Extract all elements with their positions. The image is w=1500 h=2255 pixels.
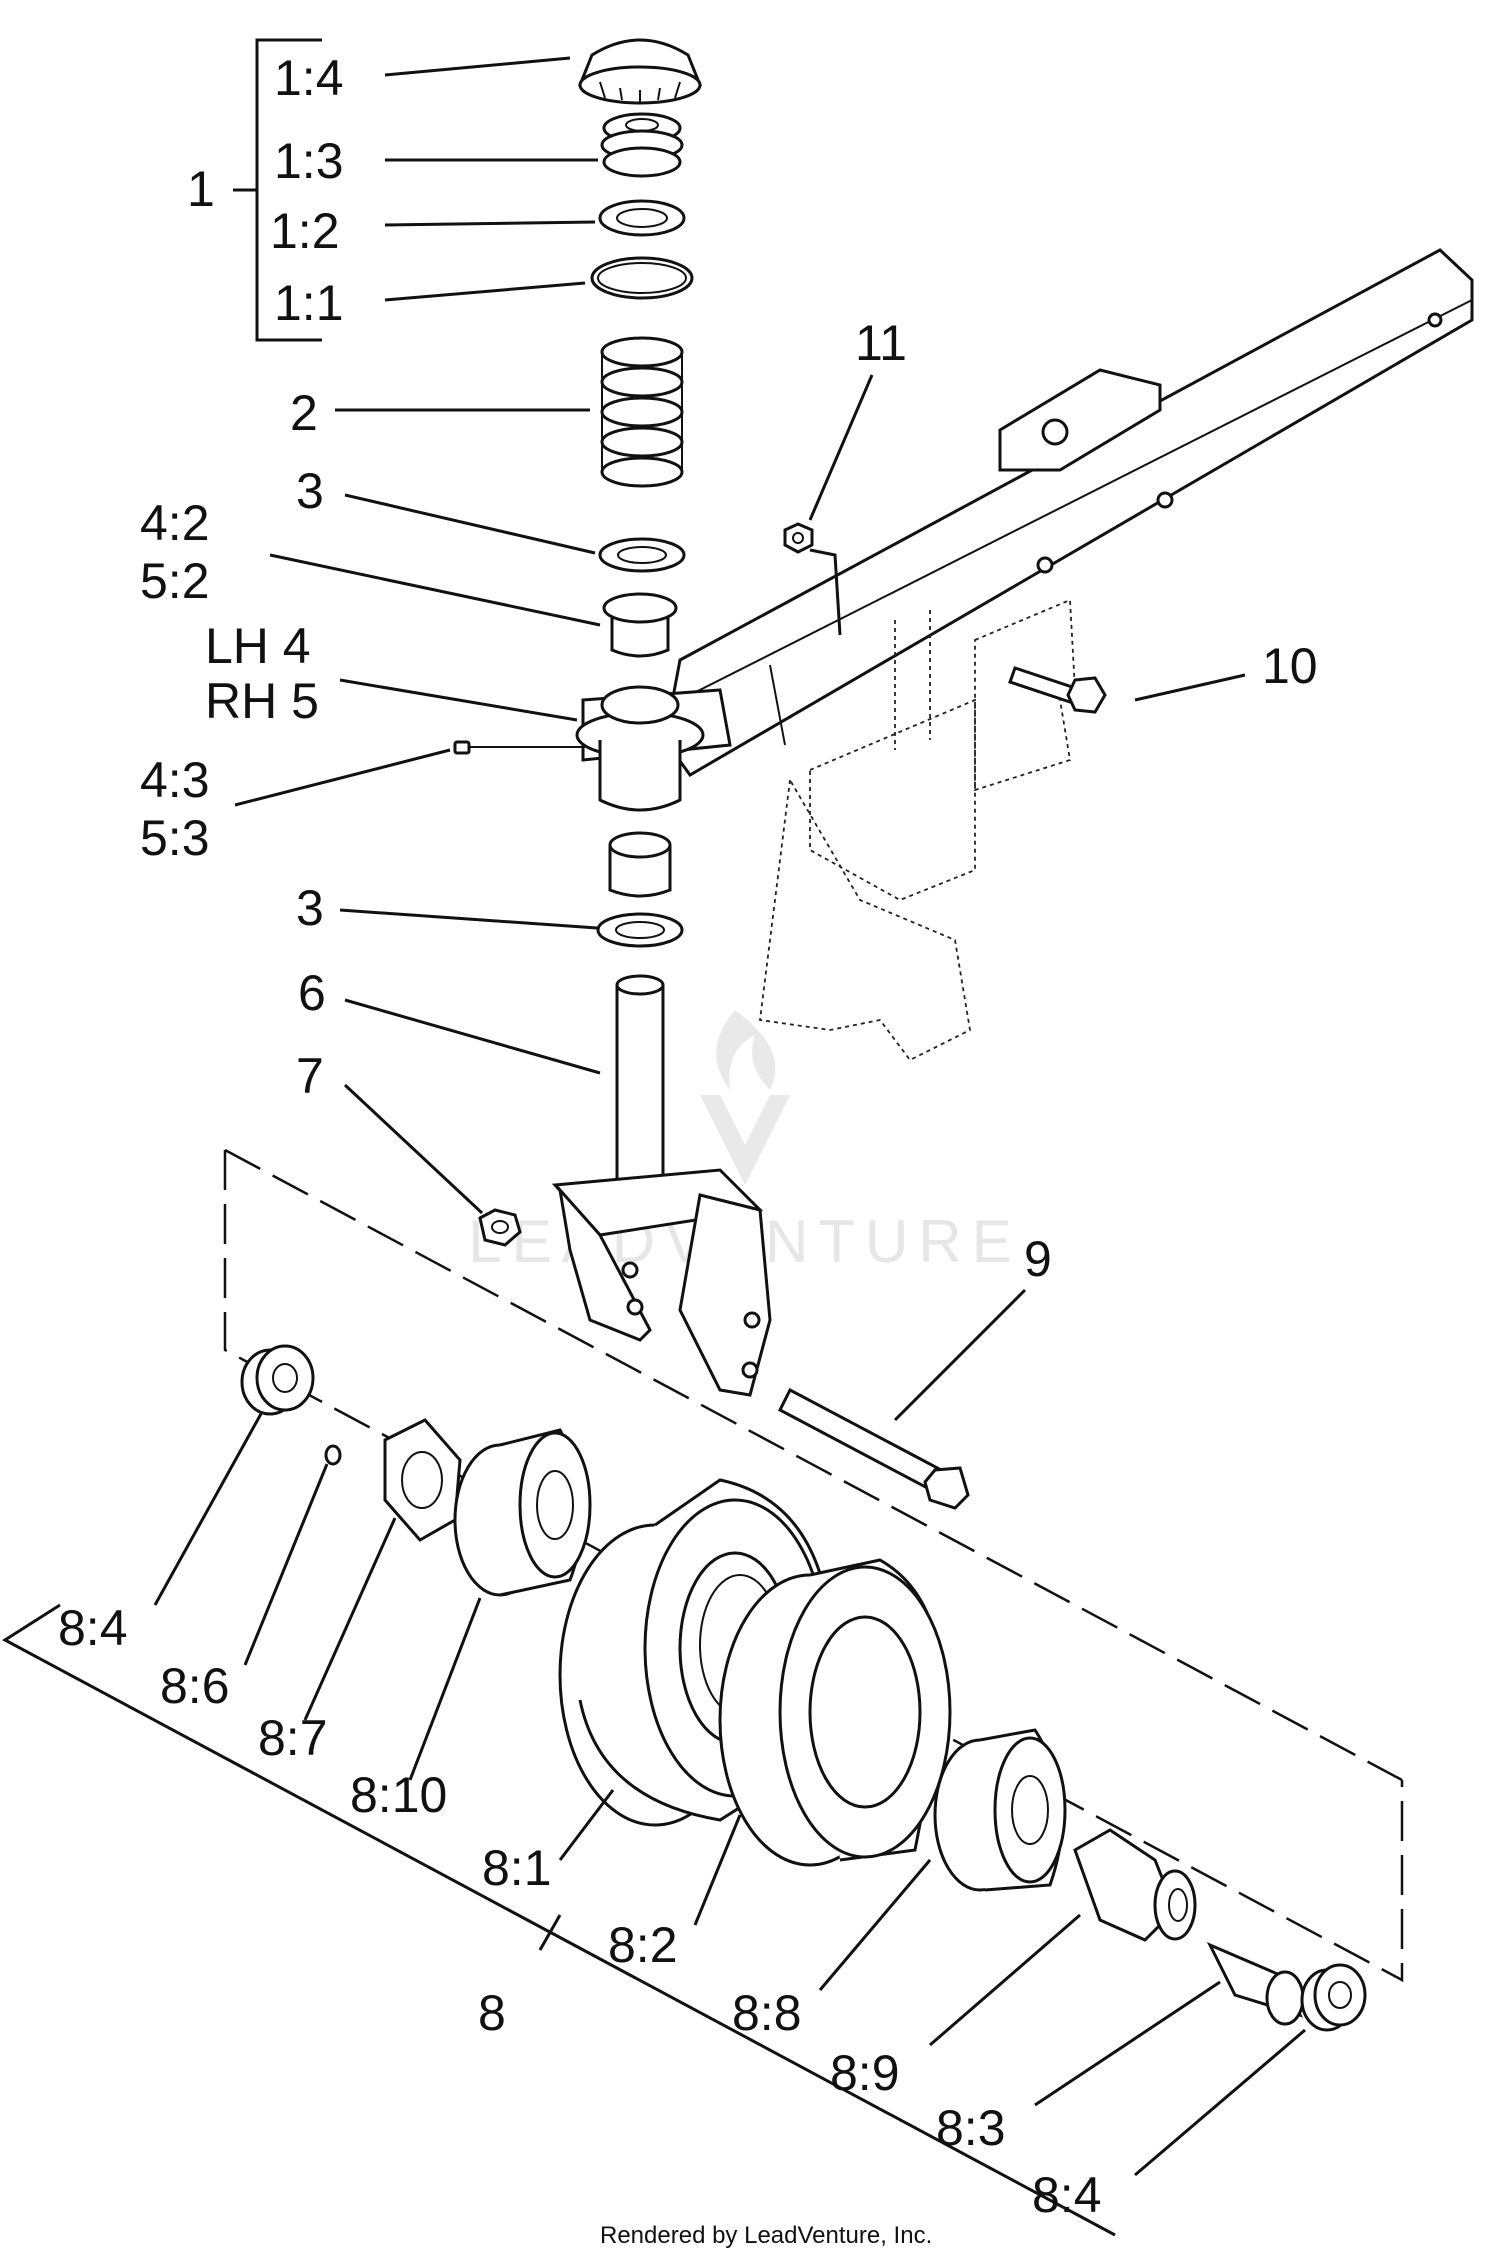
frame-arm-assembly <box>663 248 1474 1062</box>
label-3-upper: 3 <box>296 463 324 519</box>
part-3-thrust-washer-lower <box>596 912 684 948</box>
label-3-lower: 3 <box>296 880 324 936</box>
label-8-9: 8:9 <box>830 2045 900 2101</box>
label-1-2: 1:2 <box>270 203 340 259</box>
label-1-4: 1:4 <box>274 50 344 106</box>
label-11: 11 <box>855 315 907 371</box>
label-6: 6 <box>298 965 326 1021</box>
part-8-2-tire <box>718 1558 952 1867</box>
part-1-3-seal <box>600 112 684 178</box>
part-8-10-hub-half <box>453 1428 592 1597</box>
label-8-1: 8:1 <box>482 1840 552 1896</box>
wheel-assembly <box>223 1148 1404 2032</box>
footer-credit: Rendered by LeadVenture, Inc. <box>600 2222 932 2249</box>
label-8: 8 <box>478 1985 506 2041</box>
part-3-thrust-washer-upper <box>598 537 686 573</box>
part-8-4-bearing-left <box>240 1344 315 1416</box>
label-8-2: 8:2 <box>608 1917 678 1973</box>
label-5-2: 5:2 <box>140 553 210 609</box>
label-8-6: 8:6 <box>160 1658 230 1714</box>
label-1-1: 1:1 <box>274 275 344 331</box>
part-1-1-retaining-ring <box>590 256 694 300</box>
label-rh-5: RH 5 <box>205 673 319 729</box>
part-9-axle-bolt <box>778 1387 970 1510</box>
part-1-4-dust-cap <box>578 38 702 105</box>
frame-bracket <box>998 368 1162 472</box>
part-11-nut <box>783 522 814 554</box>
part-8-4-bearing-right <box>1300 1963 1367 2032</box>
part-2-spring <box>600 336 684 488</box>
label-8-10: 8:10 <box>350 1767 447 1823</box>
part-10-bolt <box>1008 666 1107 714</box>
label-8-7: 8:7 <box>258 1710 328 1766</box>
label-8-8: 8:8 <box>732 1985 802 2041</box>
spindle-stack <box>453 38 772 1397</box>
part-8-7-flange <box>383 1418 462 1542</box>
leader-lines <box>2 38 1306 2237</box>
part-8-6-washer <box>324 1444 342 1466</box>
label-1: 1 <box>187 161 215 217</box>
deck-shield-outline <box>758 777 971 1062</box>
label-8-4-left: 8:4 <box>58 1600 128 1656</box>
label-4-3: 4:3 <box>140 752 210 808</box>
part-4-2-bushing-upper <box>602 592 678 658</box>
label-2: 2 <box>290 385 318 441</box>
label-1-3: 1:3 <box>274 133 344 189</box>
group-line-8 <box>2 1603 1116 2237</box>
part-6-caster-fork <box>551 974 772 1397</box>
part-8-8-hub-half <box>933 1728 1067 1892</box>
label-lh-4: LH 4 <box>205 618 311 674</box>
part-8-3-spacer <box>1206 1942 1305 2026</box>
label-8-4-right: 8:4 <box>1032 2167 1102 2223</box>
caster-housing <box>575 685 732 812</box>
label-7: 7 <box>296 1048 324 1104</box>
label-10: 10 <box>1262 638 1318 694</box>
part-8-9-hub <box>1073 1828 1197 1942</box>
label-4-2: 4:2 <box>140 495 210 551</box>
callout-labels: 1 1:4 1:3 1:2 1:1 2 3 4:2 5:2 LH 4 RH 5 … <box>58 50 1318 2223</box>
watermark-logo-icon <box>700 1010 790 1185</box>
bracket-1 <box>233 38 322 342</box>
label-8-3: 8:3 <box>936 2100 1006 2156</box>
part-lower-bushing <box>608 831 672 898</box>
label-5-3: 5:3 <box>140 810 210 866</box>
part-7-lock-nut <box>478 1208 522 1247</box>
label-9: 9 <box>1024 1231 1052 1287</box>
part-1-2-washer <box>598 199 686 237</box>
part-4-3-grease-fitting <box>453 740 585 755</box>
